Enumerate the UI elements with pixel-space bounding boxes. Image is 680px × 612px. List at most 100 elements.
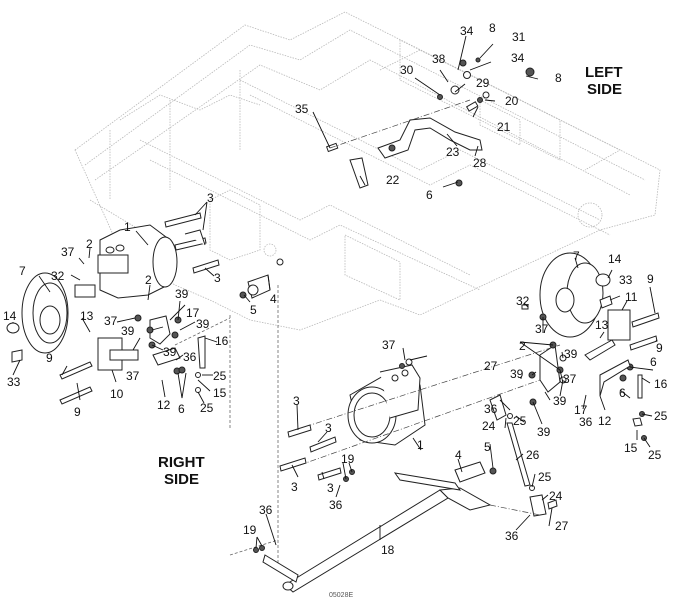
- brake-caliper-right: [59, 314, 206, 405]
- callout-6: 6: [426, 188, 433, 202]
- callout-17: 17: [186, 306, 200, 320]
- callout-8: 8: [555, 71, 562, 85]
- callout-37: 37: [61, 245, 75, 259]
- callout-15: 15: [213, 386, 227, 400]
- right-side-label-line2: SIDE: [164, 471, 199, 488]
- callout-35: 35: [295, 102, 309, 116]
- callout-39: 39: [553, 394, 567, 408]
- callout-6: 6: [650, 355, 657, 369]
- callout-33: 33: [7, 375, 21, 389]
- callout-6: 6: [619, 386, 626, 400]
- brake-caliper-left: [521, 304, 660, 441]
- callout-7: 7: [19, 264, 26, 278]
- chassis-frame-outline: [74, 11, 661, 331]
- callout-39: 39: [196, 317, 210, 331]
- callout-2: 2: [86, 237, 93, 251]
- callout-36: 36: [183, 350, 197, 364]
- callout-29: 29: [476, 76, 490, 90]
- right-side-group-boundary: [174, 285, 279, 570]
- callout-2: 2: [145, 273, 152, 287]
- leader-lines: [12, 35, 658, 549]
- wheel-motor-right: [74, 224, 178, 299]
- callout-5: 5: [250, 303, 257, 317]
- callout-39: 39: [163, 345, 177, 359]
- callout-37: 37: [563, 372, 577, 386]
- callout-34: 34: [460, 24, 474, 38]
- callout-4: 4: [455, 448, 462, 462]
- callout-38: 38: [432, 52, 446, 66]
- callout-3: 3: [207, 191, 214, 205]
- callout-4: 4: [270, 292, 277, 306]
- cross-shaft: [253, 394, 558, 593]
- callout-36: 36: [484, 402, 498, 416]
- left-side-label-line1: LEFT: [585, 64, 623, 81]
- callout-25: 25: [654, 409, 668, 423]
- callout-39: 39: [175, 287, 189, 301]
- callout-5: 5: [484, 440, 491, 454]
- callout-16: 16: [654, 377, 668, 391]
- callout-28: 28: [473, 156, 487, 170]
- callout-9: 9: [74, 405, 81, 419]
- callout-39: 39: [564, 347, 578, 361]
- callout-10: 10: [110, 387, 124, 401]
- brake-drum-left: [539, 252, 613, 338]
- callout-27: 27: [484, 359, 498, 373]
- brake-drum-right: [6, 272, 69, 363]
- callout-11: 11: [625, 290, 638, 304]
- callout-24: 24: [549, 489, 563, 503]
- callout-19: 19: [341, 452, 355, 466]
- callout-24: 24: [482, 419, 496, 433]
- callout-19: 19: [243, 523, 257, 537]
- callout-37: 37: [535, 322, 549, 336]
- callout-21: 21: [497, 120, 511, 134]
- right-side-label-line1: RIGHT: [158, 454, 205, 471]
- callout-39: 39: [121, 324, 135, 338]
- callout-3: 3: [214, 271, 221, 285]
- callout-25: 25: [538, 470, 552, 484]
- side-labels: LEFT SIDE RIGHT SIDE: [158, 64, 623, 488]
- callout-3: 3: [325, 421, 332, 435]
- callout-9: 9: [46, 351, 53, 365]
- callout-18: 18: [381, 543, 395, 557]
- callout-2: 37: [382, 338, 396, 352]
- callout-36: 36: [329, 498, 343, 512]
- callout-6: 6: [178, 402, 185, 416]
- callout-27: 27: [555, 519, 569, 533]
- callout-9: 9: [656, 341, 663, 355]
- callout-1: 1: [417, 438, 424, 452]
- callout-14: 14: [608, 252, 622, 266]
- callout-37: 37: [126, 369, 140, 383]
- left-side-label-line2: SIDE: [587, 81, 622, 98]
- callout-25: 25: [213, 369, 227, 383]
- callout-3: 3: [293, 394, 300, 408]
- callout-9: 9: [647, 272, 654, 286]
- callout-22: 22: [386, 173, 400, 187]
- callout-33: 33: [619, 273, 633, 287]
- callout-32: 32: [516, 294, 530, 308]
- callout-39: 39: [510, 367, 524, 381]
- callout-3: 3: [327, 481, 334, 495]
- callout-2: 2: [519, 339, 526, 353]
- callout-32: 32: [51, 269, 65, 283]
- callout-12: 12: [598, 414, 612, 428]
- callout-39: 39: [537, 425, 551, 439]
- callout-12: 12: [157, 398, 171, 412]
- callout-13: 13: [80, 309, 94, 323]
- callout-15: 15: [624, 441, 638, 455]
- callout-34: 34: [511, 51, 525, 65]
- figure-code: 05028E: [329, 592, 353, 599]
- callout-25: 25: [513, 414, 527, 428]
- callout-36: 36: [259, 503, 273, 517]
- callout-23: 23: [446, 145, 460, 159]
- callout-17: 17: [574, 403, 588, 417]
- callout-3: 3: [291, 480, 298, 494]
- callout-37: 37: [104, 314, 118, 328]
- callout-13: 13: [595, 318, 609, 332]
- callout-25: 25: [648, 448, 662, 462]
- callout-7: 7: [573, 249, 580, 263]
- callout-26: 26: [526, 448, 540, 462]
- callout-31: 31: [512, 30, 526, 44]
- callout-1: 1: [124, 220, 131, 234]
- wheel-motor-left: [294, 344, 561, 466]
- upper-brake-linkage: [325, 57, 535, 189]
